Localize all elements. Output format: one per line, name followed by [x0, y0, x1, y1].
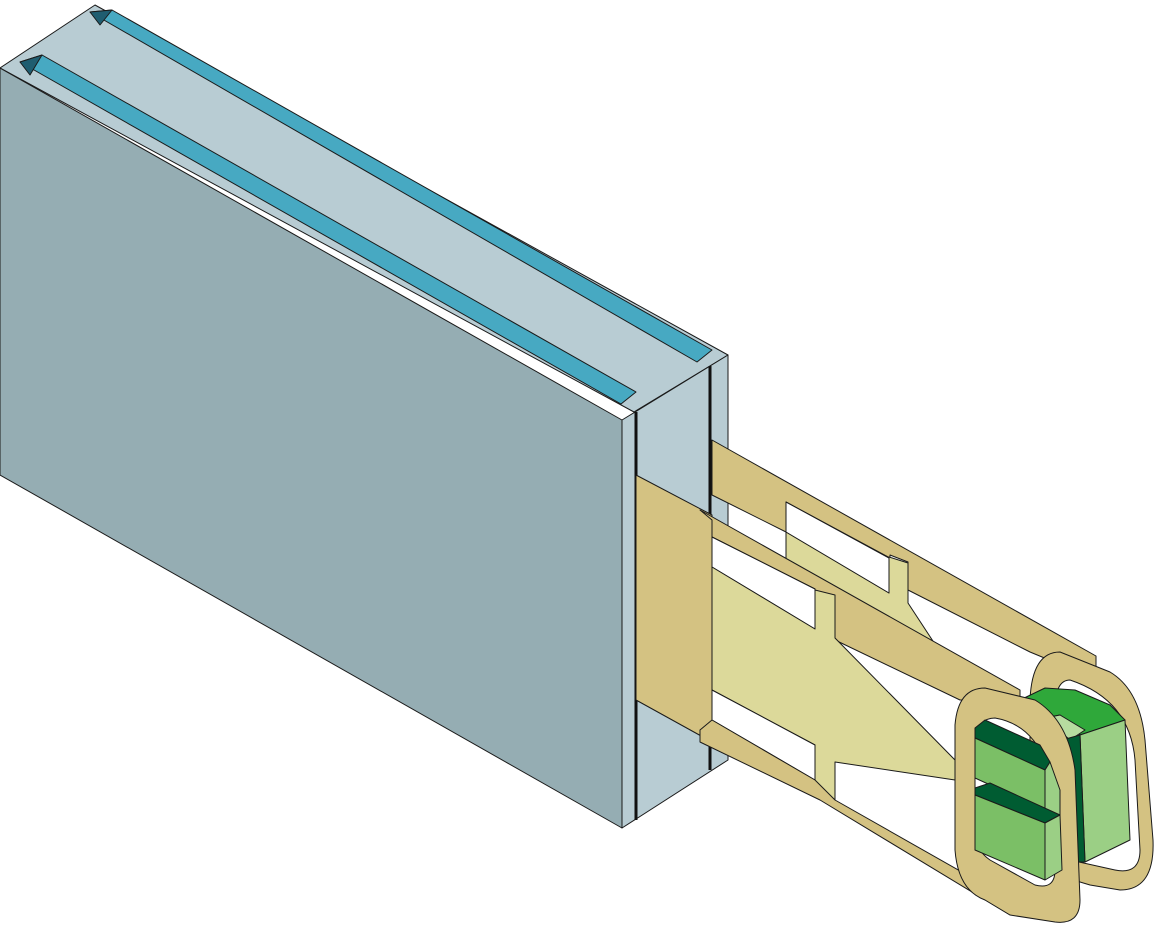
rear-plate-window — [785, 501, 890, 594]
front-plate — [699, 509, 1021, 916]
housing-front-face — [0, 67, 623, 829]
core-rear-leg — [1079, 719, 1131, 863]
ferrite-core-front — [974, 719, 1063, 881]
slot-front-shadow — [19, 54, 43, 76]
front-plate-root — [635, 474, 713, 743]
slot-rear-shadow — [89, 9, 113, 26]
housing-box — [0, 4, 729, 829]
core-upper-side — [1044, 761, 1061, 816]
core-lower-side — [1044, 814, 1063, 881]
